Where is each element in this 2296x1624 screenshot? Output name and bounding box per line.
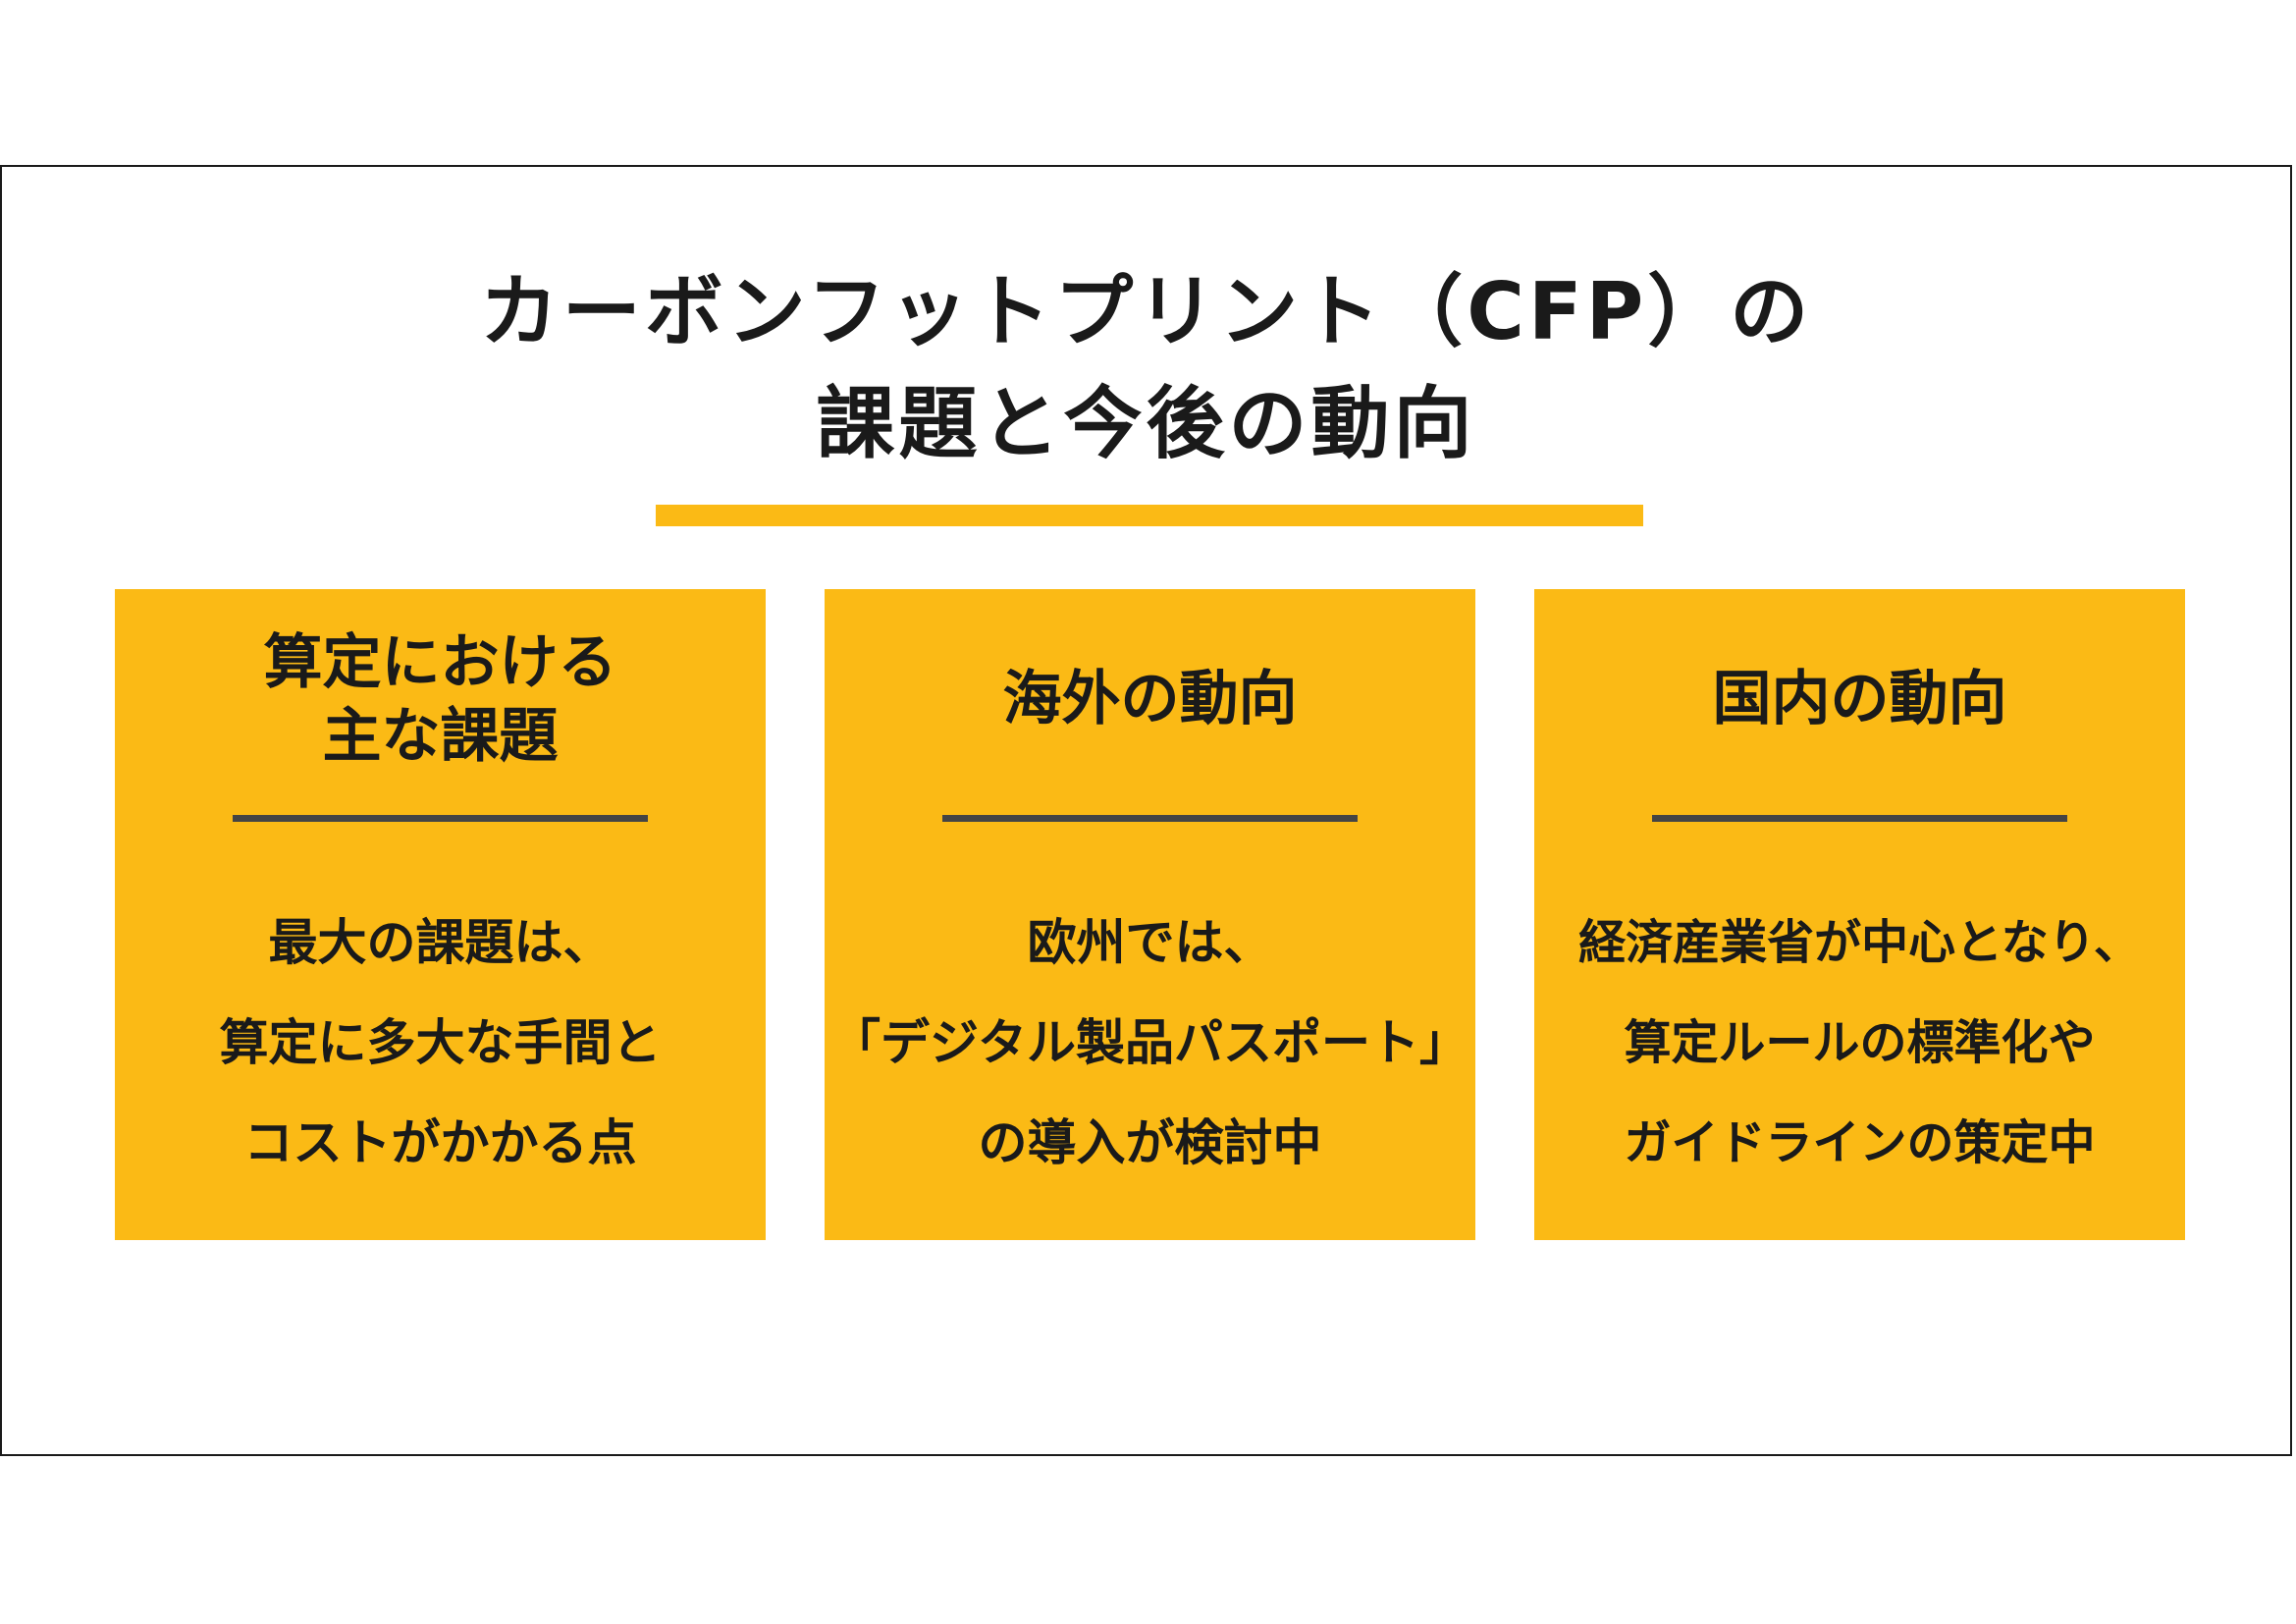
card-body-line: 経済産業省が中心となり、	[1578, 915, 2141, 970]
card-domestic-trends: 国内の動向 経済産業省が中心となり、 算定ルールの標準化や ガイドラインの策定中	[1534, 589, 2185, 1240]
card-body: 欧州では、 「デジタル製品パスポート」 の導入が検討中	[825, 908, 1475, 1209]
card-body: 経済産業省が中心となり、 算定ルールの標準化や ガイドラインの策定中	[1534, 908, 2185, 1209]
card-heading: 海外の動向	[825, 628, 1475, 771]
card-divider	[233, 815, 648, 822]
card-body-line: 「デジタル製品パスポート」	[831, 1014, 1468, 1071]
card-body-line: 算定ルールの標準化や	[1624, 1015, 2096, 1070]
card-heading-line: 海外の動向	[1002, 665, 1298, 733]
card-heading-line: 国内の動向	[1712, 665, 2007, 733]
card-body-line: コストがかかる点	[243, 1114, 637, 1171]
title-underline	[656, 505, 1643, 526]
card-overseas-trends: 海外の動向 欧州では、 「デジタル製品パスポート」 の導入が検討中	[825, 589, 1475, 1240]
slide: カーボンフットプリント（CFP）の 課題と今後の動向 算定における 主な課題 最…	[0, 165, 2292, 1456]
card-heading-line: 主な課題	[322, 701, 559, 771]
card-divider	[1652, 815, 2067, 822]
card-heading: 国内の動向	[1534, 628, 2185, 771]
card-divider	[942, 815, 1358, 822]
card-body-line: ガイドラインの策定中	[1624, 1115, 2096, 1170]
card-body-line: 最大の課題は、	[268, 914, 613, 971]
card-body-line: の導入が検討中	[978, 1114, 1322, 1171]
slide-title-line-1: カーボンフットプリント（CFP）の	[479, 266, 1813, 357]
card-body-line: 算定に多大な手間と	[219, 1014, 662, 1071]
card-heading-line: 算定における	[263, 627, 617, 697]
card-body: 最大の課題は、 算定に多大な手間と コストがかかる点	[115, 908, 766, 1209]
card-calculation-issues: 算定における 主な課題 最大の課題は、 算定に多大な手間と コストがかかる点	[115, 589, 766, 1240]
card-heading: 算定における 主な課題	[115, 628, 766, 771]
slide-title-line-2: 課題と今後の動向	[816, 378, 1476, 469]
card-body-line: 欧州では、	[1027, 914, 1273, 971]
